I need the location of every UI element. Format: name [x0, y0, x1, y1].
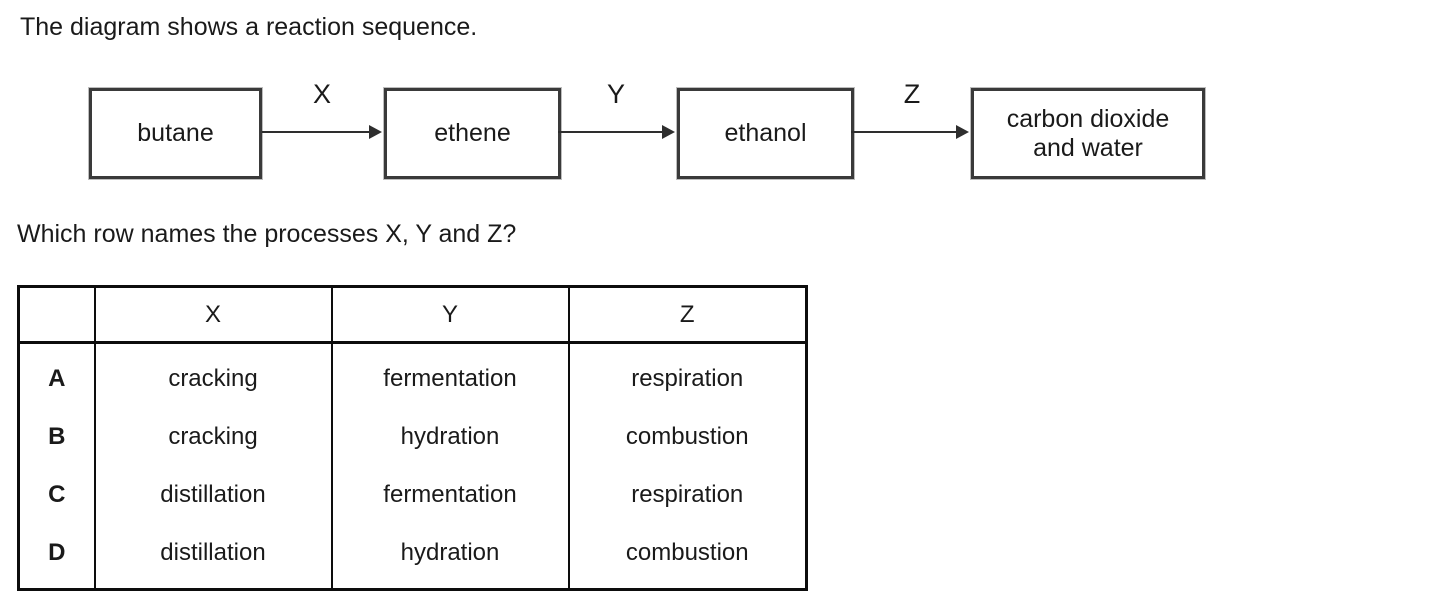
row-c-x-cell: distillation — [93, 466, 332, 524]
table-row-d: D distillation hydration combustion — [18, 524, 807, 590]
intro-text: The diagram shows a reaction sequence. — [20, 13, 478, 41]
row-b-y-cell: hydration — [330, 408, 569, 466]
option-letter-c: C — [18, 466, 95, 524]
table-row-c: C distillation fermentation respiration — [18, 466, 807, 524]
row-d-z-cell: combustion — [567, 524, 807, 590]
arrow-z-shaft — [851, 131, 957, 133]
flow-box-butane: butane — [89, 88, 262, 179]
arrow-label-z: Z — [903, 79, 921, 109]
table-row-a: A cracking fermentation respiration — [18, 342, 807, 408]
table-header-y: Y — [330, 286, 569, 344]
option-letter-d: D — [18, 524, 95, 590]
arrow-x-head-icon — [369, 125, 382, 139]
option-letter-b: B — [18, 408, 95, 466]
flow-box-ethene: ethene — [384, 88, 561, 179]
row-d-x-cell: distillation — [93, 524, 332, 590]
question-text: Which row names the processes X, Y and Z… — [17, 220, 517, 248]
table-header-x: X — [93, 286, 332, 344]
flow-box-carbon-dioxide-and-water: carbon dioxide and water — [971, 88, 1205, 179]
arrow-label-x: X — [312, 79, 332, 109]
arrow-y-head-icon — [662, 125, 675, 139]
row-b-x-cell: cracking — [93, 408, 332, 466]
row-c-y-cell: fermentation — [330, 466, 569, 524]
row-c-z-cell: respiration — [567, 466, 807, 524]
row-b-z-cell: combustion — [567, 408, 807, 466]
answer-table: X Y Z A cracking fermentation respiratio… — [17, 285, 808, 591]
arrow-z-head-icon — [956, 125, 969, 139]
table-header-z: Z — [567, 286, 807, 344]
row-a-y-cell: fermentation — [330, 342, 569, 408]
flow-box-carbon-dioxide-and-water-label: carbon dioxide and water — [1006, 104, 1170, 162]
flow-box-ethanol-label: ethanol — [724, 119, 807, 147]
arrow-y-shaft — [558, 131, 663, 133]
row-d-y-cell: hydration — [330, 524, 569, 590]
flow-box-butane-label: butane — [137, 119, 214, 147]
row-a-z-cell: respiration — [567, 342, 807, 408]
table-row-b: B cracking hydration combustion — [18, 408, 807, 466]
arrow-label-y: Y — [606, 79, 626, 109]
table-corner-cell — [18, 286, 95, 344]
option-letter-a: A — [18, 342, 95, 408]
flow-box-ethene-label: ethene — [434, 119, 511, 147]
arrow-x-shaft — [262, 131, 370, 133]
row-a-x-cell: cracking — [93, 342, 332, 408]
table-header-row: X Y Z — [18, 286, 807, 344]
flow-box-ethanol: ethanol — [677, 88, 854, 179]
